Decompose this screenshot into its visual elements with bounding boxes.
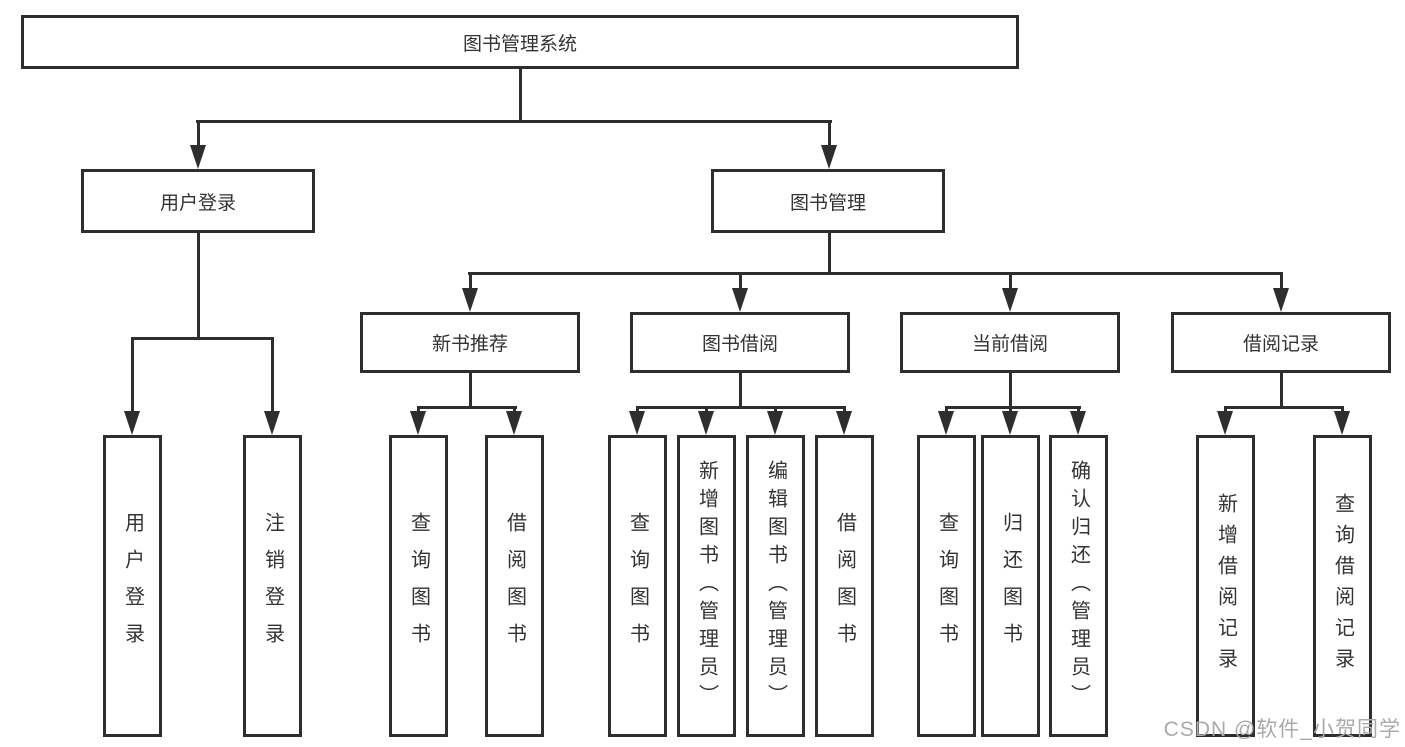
node-label: 新书推荐 — [431, 334, 508, 355]
connector-line — [196, 120, 832, 123]
node-label: 查询借阅记录 — [1331, 493, 1354, 679]
arrowhead-down-icon — [698, 411, 714, 435]
csdn-watermark: CSDN @软件_小贺同学 — [1163, 718, 1401, 741]
connector-line — [1280, 373, 1283, 406]
arrowhead-down-icon — [506, 411, 522, 435]
leaf-query-borrow-record: 查询借阅记录 — [1313, 435, 1372, 737]
node-borrow-record: 借阅记录 — [1171, 312, 1391, 373]
connector-line — [468, 272, 1283, 275]
connector-line — [828, 233, 831, 272]
node-user-login: 用户登录 — [81, 169, 315, 233]
leaf-edit-book-admin: 编辑图书（管理员） — [746, 435, 805, 737]
arrowhead-down-icon — [410, 411, 426, 435]
node-label: 用户登录 — [121, 512, 144, 660]
connector-line — [469, 373, 472, 406]
leaf-add-book-admin: 新增图书（管理员） — [677, 435, 736, 737]
arrowhead-down-icon — [732, 288, 748, 312]
arrowhead-down-icon — [264, 411, 280, 435]
connector-line — [197, 233, 200, 337]
node-book-borrow: 图书借阅 — [630, 312, 850, 373]
connector-line — [417, 406, 517, 409]
node-label: 借阅图书 — [503, 512, 526, 660]
node-book-management: 图书管理 — [711, 169, 945, 233]
leaf-borrow-book-2: 借阅图书 — [815, 435, 874, 737]
leaf-logout: 注销登录 — [243, 435, 302, 737]
node-label: 确认归还（管理员） — [1067, 460, 1090, 712]
node-label: 图书管理 — [789, 192, 866, 214]
arrowhead-down-icon — [1070, 411, 1086, 435]
connector-line — [1224, 406, 1344, 409]
node-label: 注销登录 — [261, 512, 284, 660]
leaf-return-book: 归还图书 — [981, 435, 1040, 737]
node-label: 借阅记录 — [1242, 334, 1319, 355]
arrowhead-down-icon — [1217, 411, 1233, 435]
node-label: 新增图书（管理员） — [695, 460, 718, 712]
node-label: 查询图书 — [407, 512, 430, 660]
leaf-query-books-1: 查询图书 — [389, 435, 448, 737]
leaf-confirm-return-admin: 确认归还（管理员） — [1049, 435, 1108, 737]
arrowhead-down-icon — [836, 411, 852, 435]
connector-line — [1009, 275, 1012, 290]
connector-line — [131, 337, 274, 340]
node-label: 查询图书 — [626, 512, 649, 660]
arrowhead-down-icon — [1002, 411, 1018, 435]
arrowhead-down-icon — [821, 145, 837, 169]
node-label: 图书借阅 — [701, 334, 778, 355]
leaf-user-login: 用户登录 — [103, 435, 162, 737]
node-library-system-root: 图书管理系统 — [21, 15, 1019, 69]
arrowhead-down-icon — [767, 411, 783, 435]
node-label: 查询图书 — [935, 512, 958, 660]
arrowhead-down-icon — [190, 145, 206, 169]
connector-line — [739, 373, 742, 406]
connector-line — [945, 406, 1081, 409]
arrowhead-down-icon — [124, 411, 140, 435]
leaf-query-books-2: 查询图书 — [608, 435, 667, 737]
leaf-query-books-3: 查询图书 — [917, 435, 976, 737]
arrowhead-down-icon — [1273, 288, 1289, 312]
connector-line — [636, 406, 846, 409]
arrowhead-down-icon — [1002, 288, 1018, 312]
connector-line — [1280, 275, 1283, 290]
connector-line — [739, 275, 742, 290]
leaf-add-borrow-record: 新增借阅记录 — [1196, 435, 1255, 737]
node-current-borrow: 当前借阅 — [900, 312, 1120, 373]
arrowhead-down-icon — [462, 288, 478, 312]
leaf-borrow-book-1: 借阅图书 — [485, 435, 544, 737]
node-label: 借阅图书 — [833, 512, 856, 660]
connector-line — [469, 275, 472, 290]
arrowhead-down-icon — [938, 411, 954, 435]
node-label: 归还图书 — [999, 512, 1022, 660]
connector-line — [519, 69, 522, 120]
connector-line — [1009, 373, 1012, 406]
node-label: 用户登录 — [159, 192, 236, 214]
node-label: 当前借阅 — [971, 334, 1048, 355]
arrowhead-down-icon — [1334, 411, 1350, 435]
node-label: 编辑图书（管理员） — [764, 460, 787, 712]
connector-line — [131, 340, 134, 413]
connector-line — [271, 340, 274, 413]
arrowhead-down-icon — [629, 411, 645, 435]
node-label: 新增借阅记录 — [1214, 493, 1237, 679]
node-new-book-recommend: 新书推荐 — [360, 312, 580, 373]
node-label: 图书管理系统 — [462, 33, 577, 55]
connector-line — [828, 123, 831, 147]
connector-line — [197, 123, 200, 147]
